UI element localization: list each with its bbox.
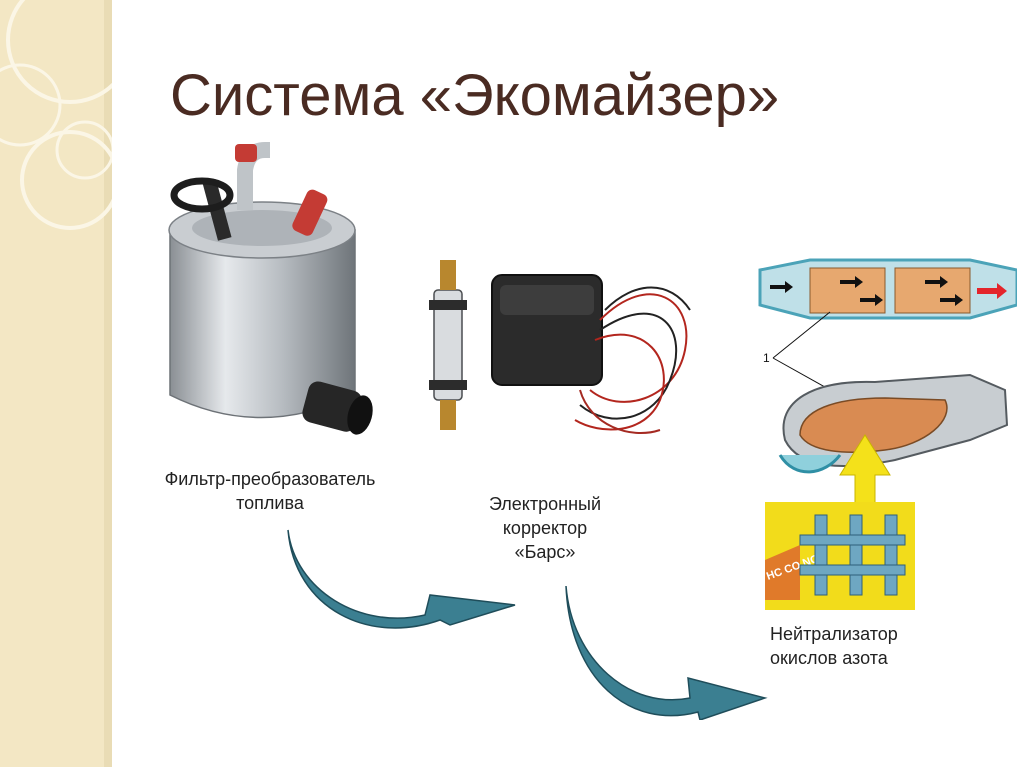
neutralizer-label-line-2: окислов азота	[770, 646, 990, 670]
fuel-filter-image	[150, 140, 390, 440]
fuel-filter-label: Фильтр-преобразователь топлива	[120, 467, 420, 515]
neutralizer-label: Нейтрализатор окислов азота	[770, 622, 990, 670]
callout-number: 1	[763, 351, 770, 365]
decorative-sidebar	[0, 0, 112, 767]
corrector-label-line-1: Электронный	[450, 492, 640, 516]
electronic-corrector-image	[420, 240, 700, 445]
corrector-label-line-2: корректор	[450, 516, 640, 540]
neutralizer-label-line-1: Нейтрализатор	[770, 622, 990, 646]
flow-arrow-2	[560, 580, 770, 720]
fuel-filter-label-line-2: топлива	[120, 491, 420, 515]
corrector-label-line-3: «Барс»	[450, 540, 640, 564]
corrector-label: Электронный корректор «Барс»	[450, 492, 640, 564]
slide-title: Система «Экомайзер»	[170, 62, 779, 129]
fuel-filter-label-line-1: Фильтр-преобразователь	[120, 467, 420, 491]
catalytic-converter-image: 1 HC CO NO	[755, 240, 1017, 612]
